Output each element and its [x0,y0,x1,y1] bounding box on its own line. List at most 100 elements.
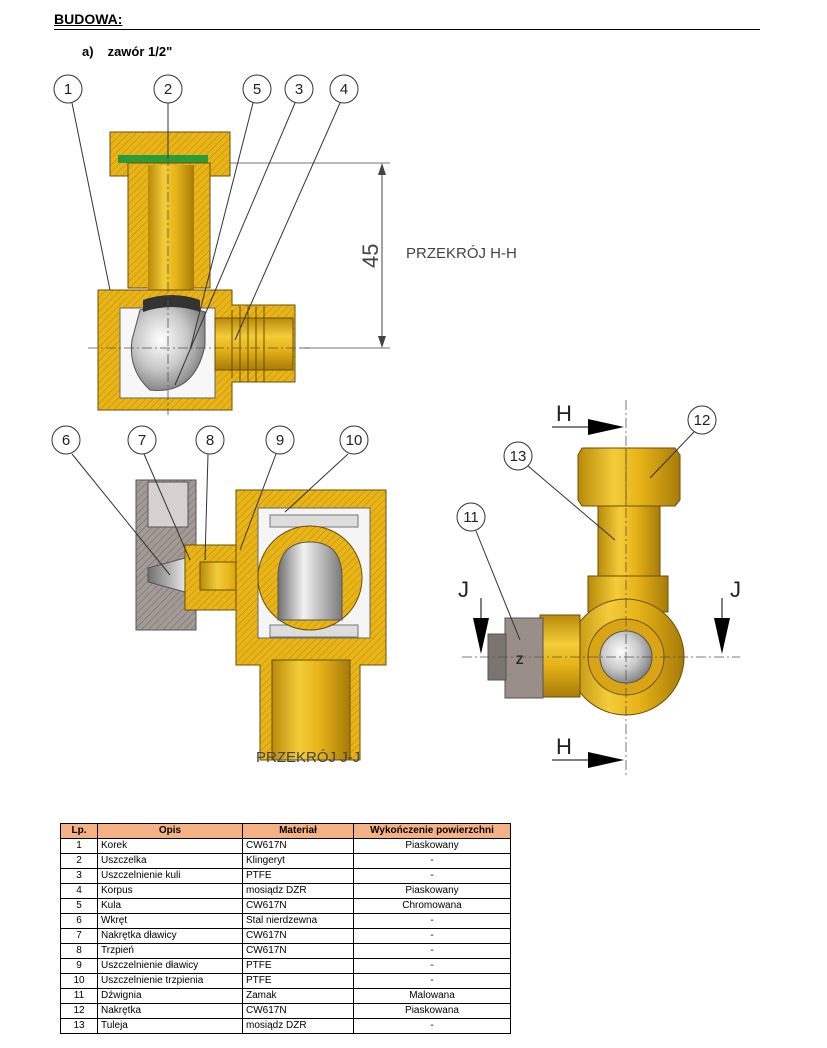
cell-lp: 8 [60,943,98,959]
header-material: Materiał [242,823,354,839]
callout-13: 13 [510,448,527,465]
cell-opis: Nakrętka dławicy [97,928,243,944]
callout-9: 9 [276,432,284,449]
cut-j-left: J [458,577,469,602]
cell-material: Klingeryt [242,853,354,869]
subheading-letter: a) [82,44,94,59]
technical-drawing: 45 PRZEKRÓJ H-H 1 2 5 3 4 P [51,74,741,775]
cell-opis: Uszczelnienie trzpienia [97,973,243,989]
vertical-bore [148,165,194,290]
header-lp: Lp. [60,823,98,839]
dimension-45: 45 [358,244,383,268]
callouts-right: 12 13 11 [456,405,717,641]
header-opis: Opis [97,823,243,839]
cell-material: CW617N [242,898,354,914]
cell-opis: Wkręt [97,913,243,929]
callout-3: 3 [295,81,303,98]
cell-lp: 2 [60,853,98,869]
cell-finish: Piaskowany [353,838,511,854]
cell-opis: Tuleja [97,1018,243,1034]
section-jj-view: PRZEKRÓJ J-J [135,479,387,766]
cell-opis: Korpus [97,883,243,899]
cell-lp: 1 [60,838,98,854]
cell-opis: Uszczelnienie dławicy [97,958,243,974]
cell-material: CW617N [242,838,354,854]
cell-lp: 7 [60,928,98,944]
cell-opis: Trzpień [97,943,243,959]
cell-lp: 9 [60,958,98,974]
cut-h-bottom: H [556,734,572,759]
cell-material: PTFE [242,973,354,989]
ball-jj [277,541,343,621]
cell-lp: 4 [60,883,98,899]
cell-opis: Uszczelka [97,853,243,869]
cell-material: CW617N [242,1003,354,1019]
cell-opis: Uszczelnienie kuli [97,868,243,884]
cell-material: CW617N [242,928,354,944]
cell-lp: 11 [60,988,98,1004]
cell-material: mosiądz DZR [242,883,354,899]
cell-finish: - [353,1018,511,1034]
cell-lp: 5 [60,898,98,914]
cell-material: PTFE [242,958,354,974]
cell-lp: 12 [60,1003,98,1019]
cell-finish: Piaskowana [353,1003,511,1019]
cut-h-top: H [556,401,572,426]
cell-finish: - [353,973,511,989]
callout-4: 4 [340,81,348,98]
cell-finish: - [353,868,511,884]
cell-material: Zamak [242,988,354,1004]
cell-finish: Piaskowany [353,883,511,899]
parts-table: Lp. Opis Materiał Wykończenie powierzchn… [60,823,511,1034]
cell-finish: - [353,853,511,869]
cell-opis: Korek [97,838,243,854]
parts-table-header: Lp. Opis Materiał Wykończenie powierzchn… [60,823,511,839]
seat-top [269,514,359,528]
cell-finish: - [353,958,511,974]
callout-7: 7 [138,432,146,449]
outlet-jj [271,659,351,761]
section-jj-label: PRZEKRÓJ J-J [256,749,360,766]
cell-finish: - [353,943,511,959]
cell-lp: 13 [60,1018,98,1034]
callout-1: 1 [64,81,72,98]
cell-material: PTFE [242,868,354,884]
cell-material: Stal nierdzewna [242,913,354,929]
callouts-top: 1 2 5 3 4 [53,74,359,386]
cell-lp: 3 [60,868,98,884]
cell-finish: Chromowana [353,898,511,914]
cell-opis: Nakrętka [97,1003,243,1019]
cut-j-right: J [730,577,741,602]
section-hh-view: 45 PRZEKRÓJ H-H [88,120,517,415]
callouts-bottom-left: 6 7 8 9 10 [51,425,369,576]
lever-11 [504,617,544,699]
cell-lp: 6 [60,913,98,929]
cell-lp: 10 [60,973,98,989]
cell-opis: Dźwignia [97,988,243,1004]
sleeve-13 [597,505,661,577]
cell-finish: Malowana [353,988,511,1004]
cell-opis: Kula [97,898,243,914]
nut-12 [577,447,681,507]
subheading-text: zawór 1/2" [107,44,173,59]
callout-10: 10 [346,432,363,449]
cell-material: CW617N [242,943,354,959]
external-view: Z H H J J [458,400,741,775]
section-hh-label: PRZEKRÓJ H-H [406,245,517,262]
callout-2: 2 [164,81,172,98]
callout-8: 8 [206,432,214,449]
gasket [118,155,208,163]
section-heading: BUDOWA: [54,11,760,30]
